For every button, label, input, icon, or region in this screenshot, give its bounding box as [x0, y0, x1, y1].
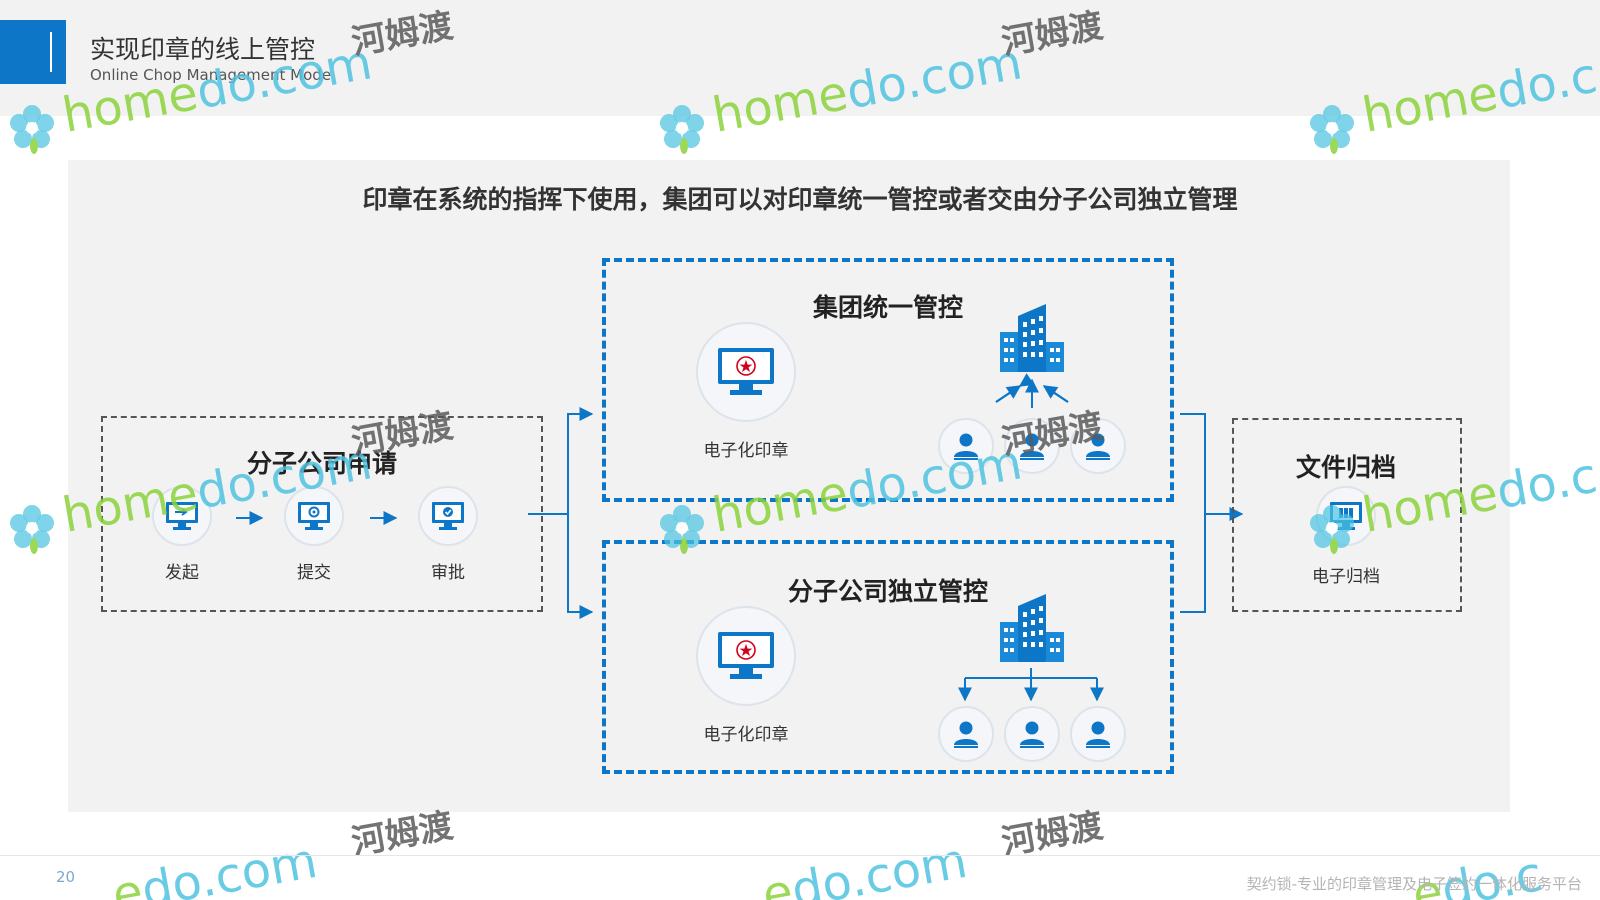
page-subtitle: Online Chop Management Mode [90, 66, 332, 84]
seal-monitor-icon [718, 348, 774, 395]
archive-box [1232, 418, 1462, 612]
sub-building-icon [1000, 594, 1064, 662]
user-icon [1086, 433, 1110, 460]
step-initiate-icon-circle [152, 486, 212, 546]
step-submit-label: 提交 [297, 563, 331, 583]
step-initiate-label: 发起 [165, 563, 199, 583]
step-approve-label: 审批 [431, 563, 465, 583]
sub-control-box [602, 540, 1174, 774]
monitor-arrow-icon [166, 502, 198, 530]
headline: 印章在系统的指挥下使用，集团可以对印章统一管控或者交由分子公司独立管理 [362, 185, 1238, 214]
user-icon [954, 433, 978, 460]
sub-control-title: 分子公司独立管控 [787, 577, 989, 606]
step-approve-icon-circle [418, 486, 478, 546]
group-seal-icon-circle [696, 322, 796, 422]
user-icon [1020, 433, 1044, 460]
footer-tagline: 契约锁-专业的印章管理及电子签约一体化服务平台 [1246, 875, 1582, 893]
merge-connector [1180, 413, 1206, 613]
group-user-1 [938, 418, 994, 474]
group-user-2 [1004, 418, 1060, 474]
archive-icon-circle [1316, 486, 1376, 546]
header-band [0, 0, 1600, 116]
archive-title: 文件归档 [1295, 453, 1397, 482]
group-building-icon [1000, 304, 1064, 372]
sub-user-1 [938, 706, 994, 762]
title-marker [0, 20, 66, 84]
page-number: 20 [56, 868, 76, 886]
archive-label: 电子归档 [1312, 567, 1380, 587]
step-submit-icon-circle [284, 486, 344, 546]
monitor-check-icon [432, 502, 464, 530]
apply-connector-lower [567, 514, 594, 619]
monitor-gear-icon [298, 502, 330, 530]
sub-user-2 [1004, 706, 1060, 762]
sub-seal-label: 电子化印章 [703, 725, 789, 745]
user-icon [1086, 721, 1110, 748]
group-user-3 [1070, 418, 1126, 474]
footer-rule [0, 855, 1600, 856]
apply-title: 分子公司申请 [246, 449, 398, 478]
sub-seal-icon-circle [696, 606, 796, 706]
group-control-title: 集团统一管控 [812, 293, 964, 322]
group-seal-label: 电子化印章 [703, 441, 789, 461]
archive-monitor-icon [1330, 502, 1362, 530]
seal-monitor-icon [718, 632, 774, 679]
group-control-box [602, 258, 1174, 502]
apply-box [101, 416, 543, 612]
user-icon [1020, 721, 1044, 748]
user-icon [954, 721, 978, 748]
sub-user-3 [1070, 706, 1126, 762]
page-title: 实现印章的线上管控 [90, 35, 316, 64]
apply-connector [528, 407, 594, 515]
